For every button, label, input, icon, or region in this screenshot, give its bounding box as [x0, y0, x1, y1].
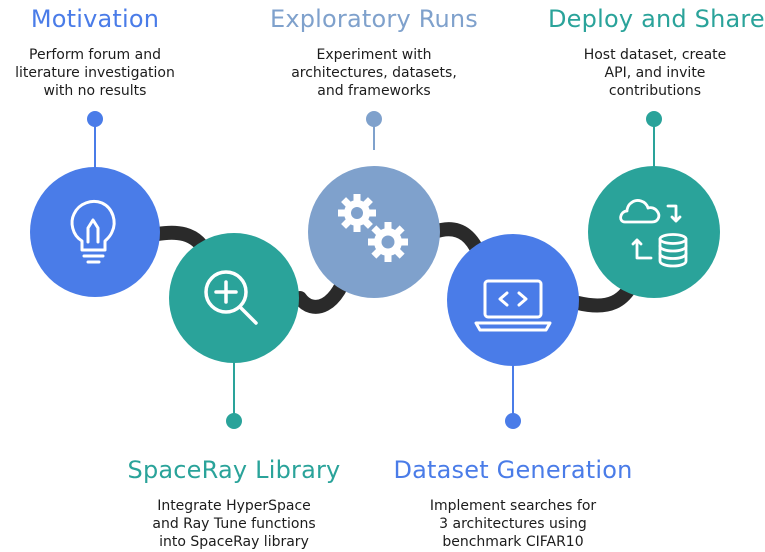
pins: [87, 111, 662, 429]
step-title-motivation: Motivation: [30, 5, 160, 33]
step-circle-dataset: [447, 234, 579, 366]
pin-dot-spaceray: [226, 413, 242, 429]
pin-dot-dataset: [505, 413, 521, 429]
cloud-database-sync-icon: [619, 199, 688, 268]
laptop-code-icon: [474, 279, 552, 332]
step-description-deploy: Host dataset, create API, and invite con…: [583, 47, 727, 99]
step-title-deploy: Deploy and Share: [548, 5, 765, 33]
step-title-spaceray: SpaceRay Library: [127, 456, 341, 484]
step-description-spaceray: Integrate HyperSpace and Ray Tune functi…: [152, 498, 316, 550]
step-title-dataset: Dataset Generation: [393, 456, 633, 484]
step-description-dataset: Implement searches for 3 architectures u…: [429, 498, 597, 550]
step-title-exploratory: Exploratory Runs: [269, 5, 479, 33]
step-description-motivation: Perform forum and literature investigati…: [15, 47, 175, 99]
step-circle-deploy: [588, 166, 720, 298]
pin-dot-motivation: [87, 111, 103, 127]
step-circle-motivation: [30, 167, 160, 297]
step-circle-spaceray: [169, 233, 299, 363]
magnifier-plus-icon: [204, 270, 258, 325]
pin-dot-exploratory: [366, 111, 382, 127]
step-description-exploratory: Experiment with architectures, datasets,…: [291, 47, 457, 99]
pin-dot-deploy: [646, 111, 662, 127]
gears-icon: [338, 194, 408, 262]
lightbulb-icon: [70, 199, 116, 264]
